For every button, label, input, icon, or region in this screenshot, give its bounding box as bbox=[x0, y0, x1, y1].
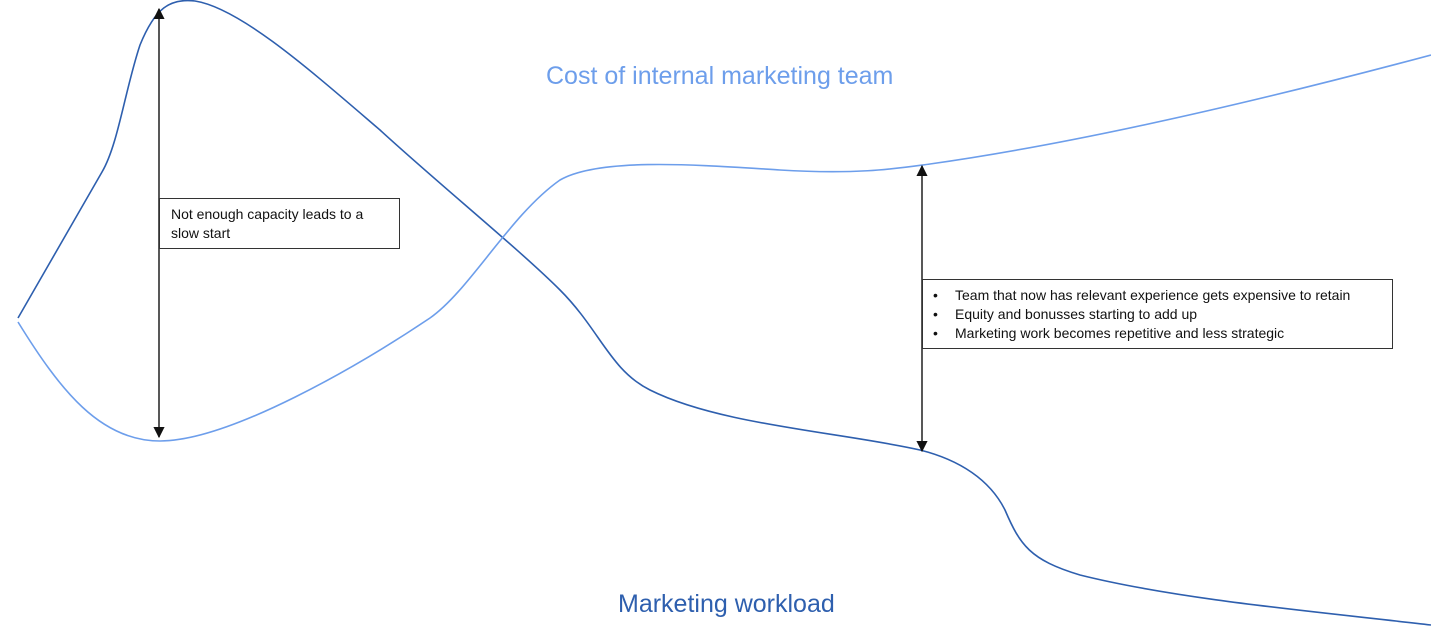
workload-curve-label: Marketing workload bbox=[618, 590, 835, 618]
callout-bullet: Marketing work becomes repetitive and le… bbox=[933, 324, 1384, 343]
workload-curve bbox=[17, 0, 1431, 626]
callout-bullet: Team that now has relevant experience ge… bbox=[933, 286, 1384, 305]
cost-curve bbox=[17, 54, 1431, 442]
expensive-team-callout: Team that now has relevant experience ge… bbox=[922, 279, 1393, 349]
slow-start-callout: Not enough capacity leads to a slow star… bbox=[159, 198, 400, 249]
cost-curve-label: Cost of internal marketing team bbox=[546, 62, 894, 90]
callout-text: Not enough capacity leads to a slow star… bbox=[171, 206, 364, 241]
callout-bullet: Equity and bonusses starting to add up bbox=[933, 305, 1384, 324]
